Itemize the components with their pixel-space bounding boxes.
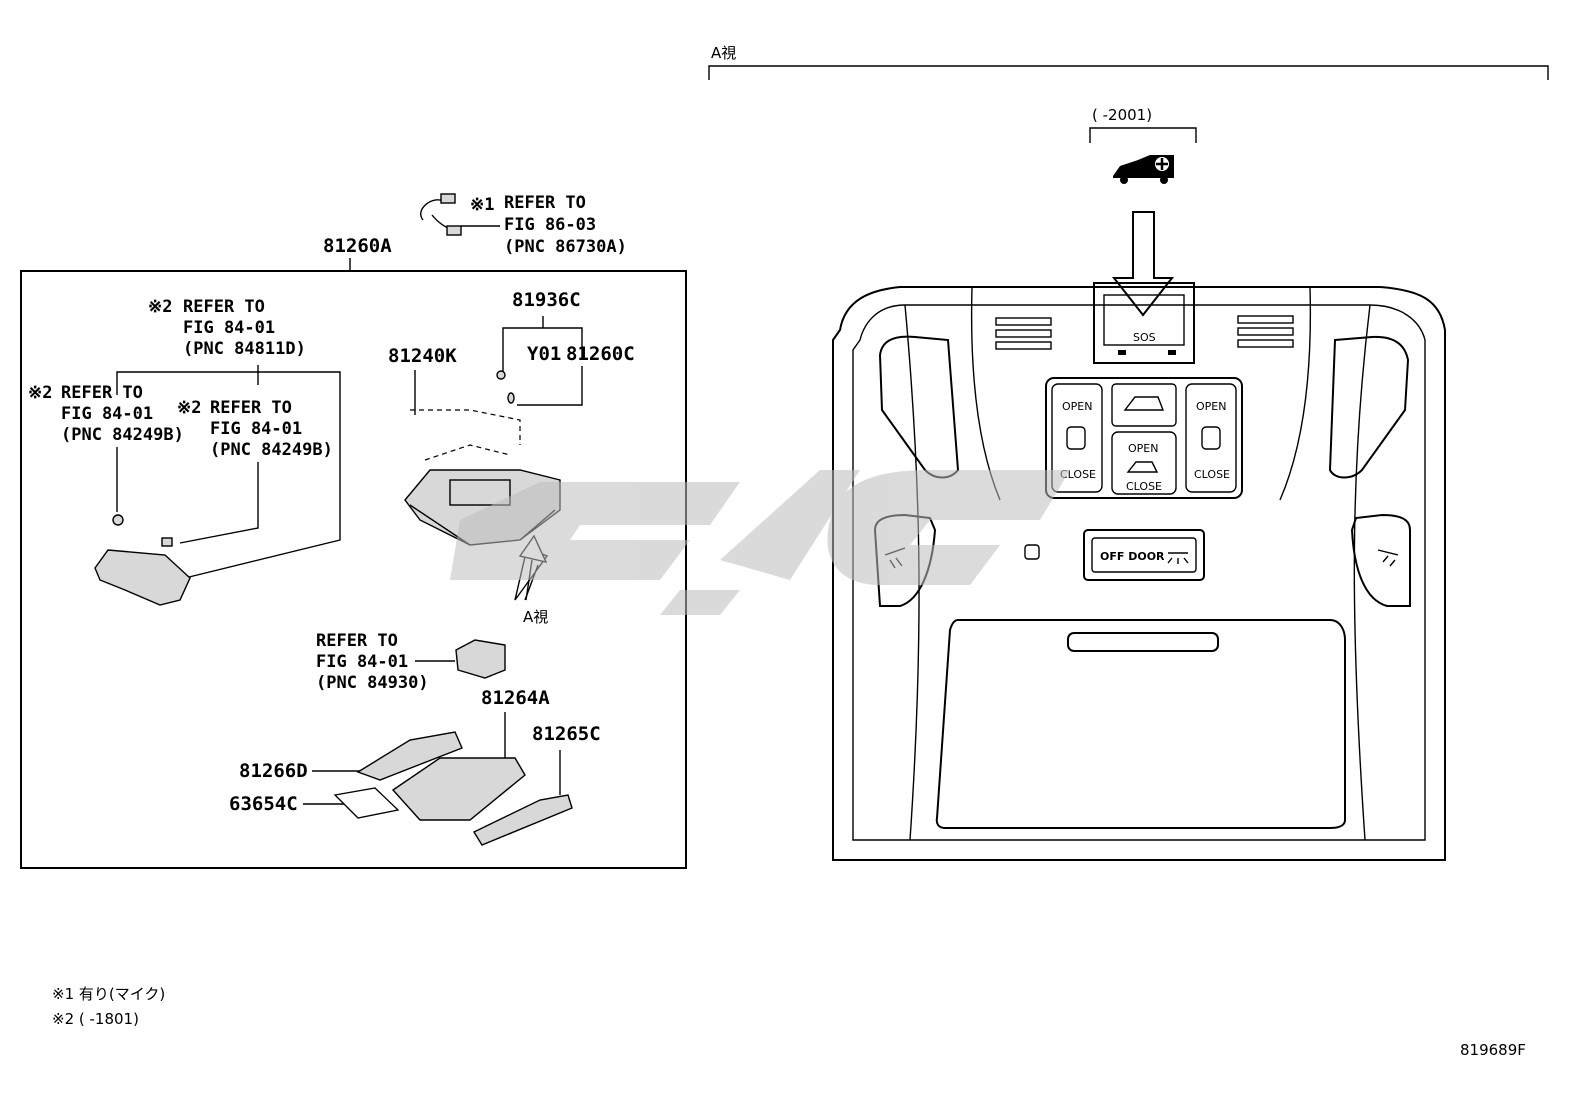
rear-hatch-switch[interactable] bbox=[1111, 383, 1177, 427]
right-map-lamp bbox=[1328, 335, 1410, 479]
off-door-switch[interactable] bbox=[1083, 529, 1205, 581]
refer2b-mark: ※2 bbox=[28, 383, 52, 403]
left-door-switch[interactable] bbox=[1051, 383, 1103, 493]
note-2: ※2 ( -1801) bbox=[52, 1010, 139, 1028]
hatch-icon bbox=[1123, 396, 1165, 411]
refer3-line3: (PNC 84930) bbox=[316, 673, 429, 693]
sos-label: SOS bbox=[1133, 331, 1156, 344]
refer1-line1: REFER TO bbox=[504, 193, 586, 213]
left-vent bbox=[995, 317, 1052, 350]
lid-latch[interactable] bbox=[1067, 632, 1219, 652]
right-door-open-label: OPEN bbox=[1196, 400, 1226, 413]
part-number-81260A: 81260A bbox=[323, 235, 392, 257]
refer2c-line1: REFER TO bbox=[210, 398, 292, 418]
note-1: ※1 有り(マイク) bbox=[52, 985, 165, 1003]
refer2a-line2: FIG 84-01 bbox=[183, 318, 275, 338]
refer1-line2: FIG 86-03 bbox=[504, 215, 596, 235]
assembly-frame bbox=[20, 270, 687, 869]
right-door-close-label: CLOSE bbox=[1194, 468, 1230, 481]
refer2a-mark: ※2 bbox=[148, 297, 172, 317]
view-direction-arrow bbox=[1111, 211, 1175, 317]
power-door-switch[interactable] bbox=[1111, 431, 1177, 495]
bracket-part bbox=[94, 514, 191, 606]
part-number-81265C: 81265C bbox=[532, 723, 601, 745]
refer1-mark: ※1 bbox=[470, 195, 494, 215]
display-lid bbox=[935, 619, 1346, 829]
right-lamp-icon bbox=[1377, 549, 1399, 567]
part-code-Y01: Y01 bbox=[527, 343, 561, 365]
refer2c-line2: FIG 84-01 bbox=[210, 419, 302, 439]
ambulance-icon bbox=[1113, 155, 1174, 184]
figure-id: 819689F bbox=[1460, 1041, 1526, 1059]
refer3-line1: REFER TO bbox=[316, 631, 398, 651]
dome-lamp-icon bbox=[1167, 552, 1189, 564]
view-label: A視 bbox=[711, 44, 736, 62]
right-door-icon bbox=[1201, 426, 1221, 450]
sos-module bbox=[1093, 282, 1195, 364]
part-number-63654C: 63654C bbox=[229, 793, 298, 815]
part-number-81264A: 81264A bbox=[481, 687, 550, 709]
off-door-label: OFF DOOR bbox=[1100, 550, 1165, 563]
left-door-icon bbox=[1066, 426, 1086, 450]
right-vent bbox=[1237, 315, 1294, 348]
right-lamp-button[interactable] bbox=[1350, 513, 1411, 607]
trim-parts bbox=[333, 731, 573, 846]
left-map-lamp bbox=[878, 335, 960, 479]
refer1-line3: (PNC 86730A) bbox=[504, 237, 627, 257]
part-number-81936C: 81936C bbox=[512, 289, 581, 311]
power-door-close-label: CLOSE bbox=[1126, 480, 1162, 493]
refer2b-line2: FIG 84-01 bbox=[61, 404, 153, 424]
part-number-81266D: 81266D bbox=[239, 760, 308, 782]
refer2c-mark: ※2 bbox=[177, 398, 201, 418]
left-door-open-label: OPEN bbox=[1062, 400, 1092, 413]
view-bracket bbox=[708, 65, 1549, 80]
part-number-81260C: 81260C bbox=[566, 343, 635, 365]
part-number-81240K: 81240K bbox=[388, 345, 457, 367]
view-label-small: A視 bbox=[523, 608, 548, 626]
refer2c-line3: (PNC 84249B) bbox=[210, 440, 333, 460]
refer2a-line1: REFER TO bbox=[183, 297, 265, 317]
lamp-part bbox=[455, 639, 506, 679]
refer3-line2: FIG 84-01 bbox=[316, 652, 408, 672]
power-door-open-label: OPEN bbox=[1128, 442, 1158, 455]
harness-part bbox=[420, 193, 500, 236]
watermark-logo bbox=[450, 470, 1070, 615]
door-switch-cluster bbox=[1045, 377, 1243, 499]
car-icon bbox=[1126, 461, 1159, 473]
refer2b-line3: (PNC 84249B) bbox=[61, 425, 184, 445]
refer2b-line1: REFER TO bbox=[61, 383, 143, 403]
sensor-indicator bbox=[1024, 544, 1040, 560]
date-range: ( -2001) bbox=[1092, 106, 1152, 124]
overhead-panel: SOS OPEN CLOSE OPEN CLOSE OPEN CLOSE OFF… bbox=[832, 282, 1446, 861]
right-door-switch[interactable] bbox=[1185, 383, 1237, 493]
refer2a-line3: (PNC 84811D) bbox=[183, 339, 306, 359]
